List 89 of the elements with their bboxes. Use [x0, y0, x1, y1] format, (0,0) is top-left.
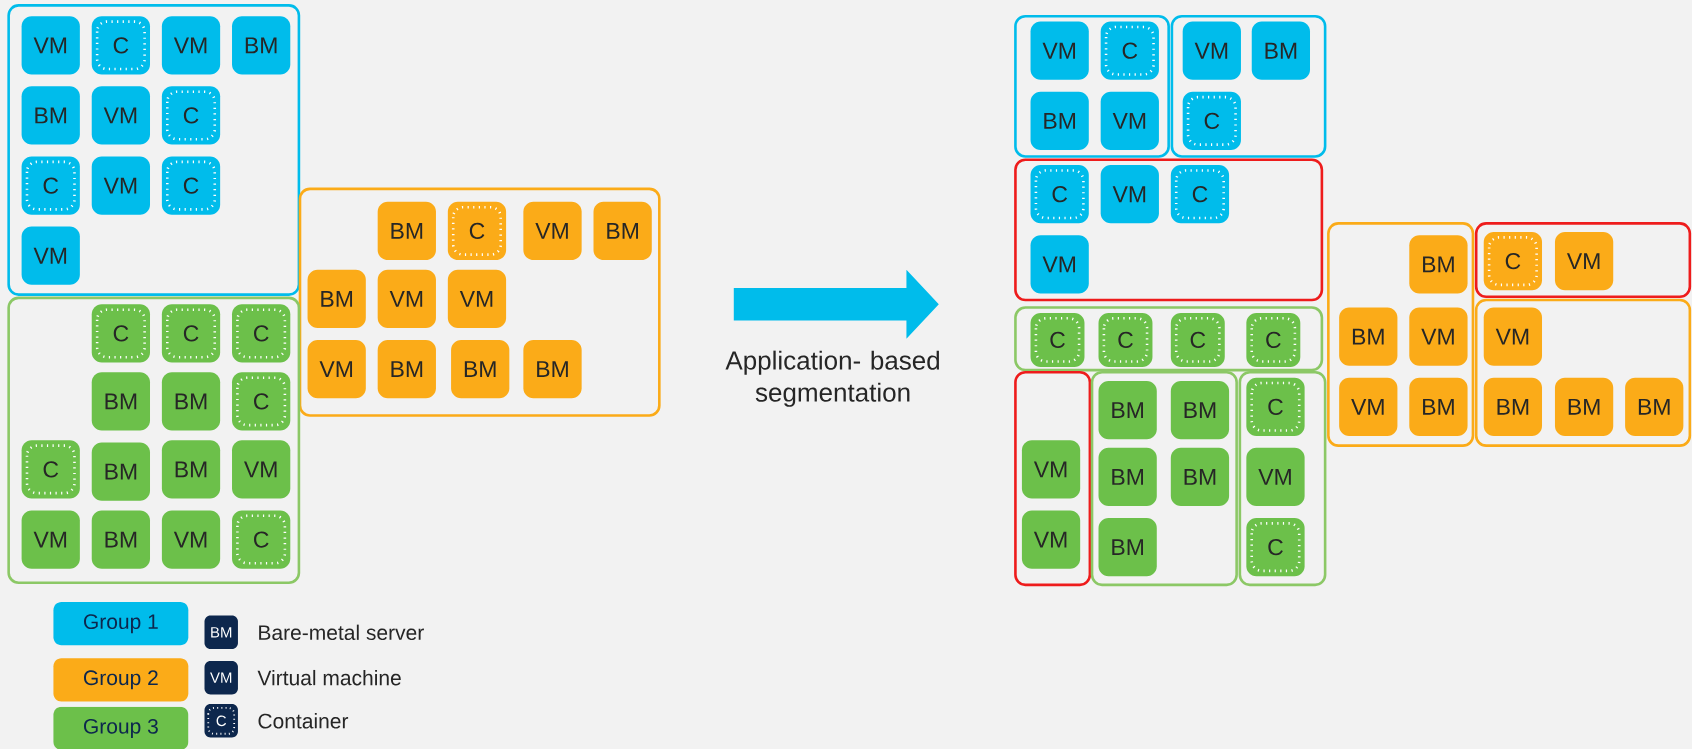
container-tile: C [447, 201, 507, 261]
server-tile: VM [1182, 21, 1241, 80]
server-tile: VM [91, 156, 150, 215]
container-tile: C [1170, 165, 1230, 224]
server-tile: VM [447, 269, 507, 329]
server-tile: BM [1030, 91, 1089, 150]
container-tile: C [161, 156, 221, 215]
server-tile: BM [91, 372, 150, 431]
server-tile: VM [1030, 21, 1089, 80]
container-tile: C [21, 440, 80, 499]
server-tile: VM [1339, 377, 1398, 436]
group-box [1474, 298, 1692, 447]
server-tile: BM [1625, 377, 1684, 436]
server-tile: BM [1170, 380, 1230, 440]
container-tile: C [232, 372, 291, 431]
group-box [1014, 158, 1324, 302]
container-tile: C [1100, 21, 1159, 80]
server-tile: BM [1170, 447, 1230, 507]
server-tile: VM [161, 510, 221, 569]
container-tile: C [1030, 312, 1085, 367]
group-box [298, 187, 661, 417]
server-tile: VM [21, 226, 80, 285]
group-box [1014, 14, 1170, 158]
server-tile: BM [1251, 21, 1310, 80]
server-tile: BM [1409, 235, 1468, 294]
container-tile: C [1030, 165, 1089, 224]
group-box [1014, 370, 1092, 587]
group-box [1170, 14, 1327, 158]
group-box [1014, 306, 1324, 372]
server-tile: VM [1483, 307, 1542, 366]
server-tile: BM [523, 339, 582, 399]
server-tile: VM [21, 510, 80, 569]
server-tile: VM [1030, 235, 1089, 294]
server-tile: BM [1409, 377, 1468, 436]
container-tile: C [232, 304, 291, 363]
container-tile: C [91, 16, 150, 75]
server-tile: BM [451, 339, 510, 399]
container-tile: C [1246, 312, 1301, 367]
container-tile: C [91, 304, 150, 363]
server-tile: BM [1554, 377, 1614, 436]
server-tile: VM [523, 201, 582, 261]
server-tile: BM [1098, 447, 1157, 507]
server-tile: BM [91, 510, 150, 569]
arrow-caption: Application- based segmentation [725, 350, 939, 407]
group-box [1238, 370, 1327, 587]
server-tile: BM [1483, 377, 1542, 436]
container-tile: C [1246, 377, 1305, 436]
server-tile: VM [21, 16, 80, 75]
server-tile: VM [161, 16, 221, 75]
legend-text: Bare-metal server [259, 624, 424, 641]
legend-text: Container [258, 713, 349, 729]
server-tile: BM [91, 442, 150, 501]
server-tile: VM [377, 269, 436, 329]
server-tile: BM [161, 440, 221, 499]
server-tile: BM [1098, 517, 1157, 577]
group-box [7, 4, 301, 296]
server-tile: BM [161, 372, 221, 431]
server-tile: VM [232, 440, 291, 499]
server-tile: BM [232, 16, 291, 75]
server-tile: BM [1098, 380, 1157, 440]
container-tile: C [1098, 312, 1153, 367]
server-tile: BM [21, 86, 80, 145]
group-box [1474, 222, 1692, 299]
container-tile: C [1483, 232, 1542, 291]
server-tile: BM [307, 269, 366, 329]
container-tile: C [161, 304, 221, 363]
server-tile: VM [307, 339, 366, 399]
container-tile: C [1182, 91, 1241, 150]
server-tile: VM [91, 86, 150, 145]
server-tile: BM [377, 201, 436, 261]
container-tile: C [21, 156, 80, 215]
group-box [1090, 370, 1238, 587]
server-tile: VM [1100, 165, 1159, 224]
group-box [7, 296, 301, 584]
server-tile: BM [593, 201, 652, 261]
server-tile: BM [377, 339, 436, 399]
server-tile: BM [1339, 307, 1398, 366]
container-tile: C [1246, 517, 1305, 577]
server-tile: VM [1554, 232, 1614, 291]
group-box [1327, 222, 1475, 447]
container-tile: C [232, 510, 291, 569]
container-tile: C [161, 86, 221, 145]
server-tile: VM [1246, 447, 1305, 507]
server-tile: VM [1409, 307, 1468, 366]
server-tile: VM [1021, 440, 1081, 499]
server-tile: VM [1021, 510, 1081, 569]
legend-text: Virtual machine [257, 669, 401, 686]
server-tile: VM [1100, 91, 1159, 150]
container-tile: C [1170, 312, 1225, 367]
